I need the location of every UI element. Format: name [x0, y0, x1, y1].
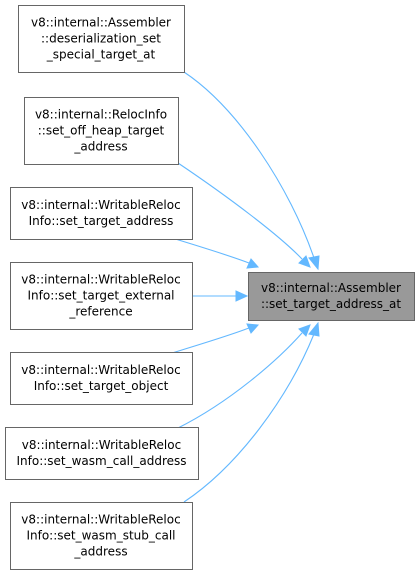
caller-node-box: [10, 187, 193, 240]
caller-node-box: [24, 97, 179, 165]
caller-node-2-line-3: _address: [73, 140, 127, 154]
caller-node-4-line-3: _reference: [68, 305, 132, 319]
caller-node-2-line-2: ::set_off_heap_target: [38, 124, 165, 138]
arrowhead-6: [298, 324, 311, 337]
caller-node-box: [18, 5, 185, 73]
call-edge-6: [177, 332, 303, 429]
call-edge-3: [171, 237, 250, 264]
caller-node-5-line-2: Info::set_target_object: [34, 379, 169, 393]
target-node[interactable]: v8::internal::Assembler::set_target_addr…: [248, 272, 415, 321]
caller-node-6[interactable]: v8::internal::WritableRelocInfo::set_was…: [5, 427, 199, 480]
arrowhead-7: [308, 321, 320, 337]
caller-node-1-line-1: v8::internal::Assembler: [31, 16, 171, 30]
call-edge-7: [183, 333, 315, 503]
caller-node-7[interactable]: v8::internal::WritableRelocInfo::set_was…: [10, 502, 193, 570]
caller-node-5-line-1: v8::internal::WritableReloc: [21, 363, 180, 377]
caller-node-box: [10, 502, 193, 570]
caller-node-3[interactable]: v8::internal::WritableRelocInfo::set_tar…: [10, 187, 193, 240]
call-edge-1: [183, 71, 315, 259]
caller-node-7-line-3: _address: [73, 545, 127, 559]
caller-node-3-line-1: v8::internal::WritableReloc: [21, 198, 180, 212]
caller-node-7-line-1: v8::internal::WritableReloc: [21, 513, 180, 527]
arrowhead-3: [246, 258, 260, 269]
caller-node-4[interactable]: v8::internal::WritableRelocInfo::set_tar…: [10, 262, 193, 330]
call-edges: [171, 71, 320, 503]
caller-node-box: [10, 352, 193, 405]
caller-node-6-line-2: Info::set_wasm_call_address: [16, 454, 186, 468]
call-edge-5: [171, 327, 250, 354]
graph-nodes: v8::internal::Assembler::deserialization…: [5, 5, 415, 570]
caller-node-3-line-2: Info::set_target_address: [29, 214, 174, 228]
target-node-line-1: v8::internal::Assembler: [261, 281, 401, 295]
caller-node-4-line-1: v8::internal::WritableReloc: [21, 273, 180, 287]
call-edge-2: [177, 162, 303, 260]
target-node-line-2: ::set_target_address_at: [261, 297, 401, 311]
arrowhead-2: [298, 255, 311, 268]
caller-node-1[interactable]: v8::internal::Assembler::deserialization…: [18, 5, 185, 73]
caller-node-1-line-2: ::deserialization_set: [41, 32, 161, 46]
caller-node-6-line-1: v8::internal::WritableReloc: [22, 438, 181, 452]
arrowhead-5: [246, 323, 260, 334]
caller-node-box: [5, 427, 199, 480]
arrowhead-1: [308, 255, 320, 271]
caller-node-2-line-1: v8::internal::RelocInfo: [35, 108, 167, 122]
target-node-box: [248, 272, 415, 321]
caller-node-4-line-2: Info::set_target_external: [28, 289, 175, 303]
caller-node-1-line-3: _special_target_at: [46, 48, 156, 62]
caller-node-2[interactable]: v8::internal::RelocInfo::set_off_heap_ta…: [24, 97, 179, 165]
arrowhead-4: [235, 290, 249, 302]
caller-node-7-line-2: Info::set_wasm_stub_call: [26, 529, 175, 543]
caller-node-5[interactable]: v8::internal::WritableRelocInfo::set_tar…: [10, 352, 193, 405]
caller-node-box: [10, 262, 193, 330]
